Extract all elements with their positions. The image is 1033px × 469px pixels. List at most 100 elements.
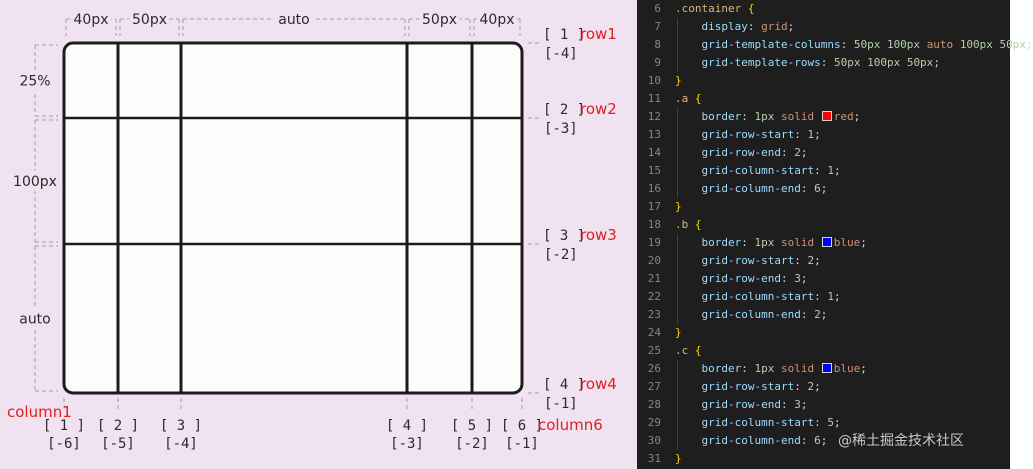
code-token: 1 xyxy=(827,290,834,303)
code-token: : xyxy=(747,20,762,33)
code-line: 25.c { xyxy=(637,342,1010,360)
code-token xyxy=(688,218,695,231)
code-token: ; xyxy=(820,182,828,195)
code-token: 5 xyxy=(827,416,834,429)
column-size-label-bg xyxy=(129,10,170,27)
code-text: grid-column-start: 5; xyxy=(675,414,841,432)
code-token: grid-column-end xyxy=(701,182,801,195)
line-number: 14 xyxy=(647,146,661,159)
code-token: : xyxy=(741,236,755,249)
line-number: 13 xyxy=(647,128,661,141)
code-token: : xyxy=(814,416,828,429)
code-token xyxy=(920,38,927,51)
code-line: 28 grid-row-end: 3; xyxy=(637,396,1010,414)
row-line-label: row2 xyxy=(580,100,617,118)
code-indent xyxy=(675,416,702,429)
code-text: .container { xyxy=(675,0,754,18)
line-number: 8 xyxy=(654,38,661,51)
code-indent xyxy=(675,128,702,141)
watermark: @稀土掘金技术社区 xyxy=(838,433,964,449)
code-token: 1px xyxy=(754,110,775,123)
code-token: ; xyxy=(820,308,828,321)
code-token: grid-column-start xyxy=(701,290,815,303)
line-number: 28 xyxy=(647,398,661,411)
column6-label: column6 xyxy=(538,416,603,434)
code-indent xyxy=(675,362,702,375)
code-token: { xyxy=(747,2,755,15)
indent-guide xyxy=(677,360,678,450)
code-text: grid-row-start: 1; xyxy=(675,126,821,144)
column-size-label: 40px xyxy=(74,12,109,28)
column-line-negative-number: [-3] xyxy=(390,436,424,452)
code-text: grid-row-end: 3; xyxy=(675,396,808,414)
code-token: border xyxy=(701,236,742,249)
code-text: grid-row-end: 3; xyxy=(675,270,808,288)
code-token: ; xyxy=(860,236,867,249)
code-text: .b { xyxy=(675,216,702,234)
row-line-negative-number: [-1] xyxy=(544,396,578,412)
code-line: 26 border: 1px solid blue; xyxy=(637,360,1010,378)
indent-guide xyxy=(677,18,678,72)
code-token: grid-template-rows xyxy=(701,56,821,69)
code-token xyxy=(814,110,821,123)
code-line: 23 grid-column-end: 2; xyxy=(637,306,1010,324)
line-number: 6 xyxy=(654,2,661,15)
code-line: 11.a { xyxy=(637,90,1010,108)
code-token: } xyxy=(675,74,682,87)
code-line: 8 grid-template-columns: 50px 100px auto… xyxy=(637,36,1032,54)
row-line-label: row1 xyxy=(580,25,617,43)
code-text: } xyxy=(675,324,682,342)
color-swatch-icon xyxy=(821,237,832,247)
code-text: grid-row-end: 2; xyxy=(675,144,808,162)
code-token: : xyxy=(780,398,795,411)
code-line: 7 display: grid; xyxy=(637,18,1010,36)
column-line-number: [ 4 ] xyxy=(386,418,428,434)
code-line: 10} xyxy=(637,72,1010,90)
code-token: .b xyxy=(675,218,689,231)
column-line-number: [ 5 ] xyxy=(451,418,493,434)
code-line: 27 grid-row-start: 2; xyxy=(637,378,1010,396)
line-number: 30 xyxy=(647,434,661,447)
code-token xyxy=(774,236,781,249)
color-swatch-icon xyxy=(821,111,832,121)
code-token: : xyxy=(794,254,808,267)
code-token: 2 xyxy=(807,380,815,393)
column1-label: column1 xyxy=(7,403,72,421)
code-token: : xyxy=(840,38,854,51)
line-number: 17 xyxy=(647,200,661,213)
code-token: 50px 100px 50px xyxy=(833,56,934,69)
code-token: } xyxy=(675,326,682,339)
code-token: 50px 100px xyxy=(853,38,921,51)
row-line-negative-number: [-3] xyxy=(544,121,578,137)
row-size-label: auto xyxy=(19,312,51,328)
column-line-number: [ 6 ] xyxy=(501,418,543,434)
code-line: 12 border: 1px solid red; xyxy=(637,108,1010,126)
code-token: grid-row-end xyxy=(701,398,781,411)
code-token: grid-row-end xyxy=(701,146,781,159)
code-token xyxy=(774,362,781,375)
code-line: 31} xyxy=(637,450,1010,468)
row-size-label: 100px xyxy=(13,174,57,190)
code-token: : xyxy=(794,128,808,141)
code-token: .c xyxy=(675,344,689,357)
code-token: ; xyxy=(860,362,867,375)
code-token: ; xyxy=(814,380,821,393)
code-line: 9 grid-template-rows: 50px 100px 50px; xyxy=(637,54,1010,72)
line-number: 29 xyxy=(647,416,661,429)
column-line-number: [ 1 ] xyxy=(43,418,85,434)
code-line: 20 grid-row-start: 2; xyxy=(637,252,1010,270)
column-line-negative-number: [-6] xyxy=(47,436,81,452)
code-token: red xyxy=(833,110,854,123)
code-token: grid-row-start xyxy=(701,128,795,141)
row-line-number: [ 2 ] xyxy=(543,102,585,118)
code-token xyxy=(814,236,821,249)
code-indent xyxy=(675,182,702,195)
code-text: grid-template-rows: 50px 100px 50px; xyxy=(675,54,940,72)
code-token: grid-column-end xyxy=(701,434,801,447)
code-token: 3 xyxy=(794,272,801,285)
code-token: : xyxy=(814,290,828,303)
code-token: : xyxy=(741,362,755,375)
code-indent xyxy=(675,398,702,411)
line-number: 27 xyxy=(647,380,661,393)
